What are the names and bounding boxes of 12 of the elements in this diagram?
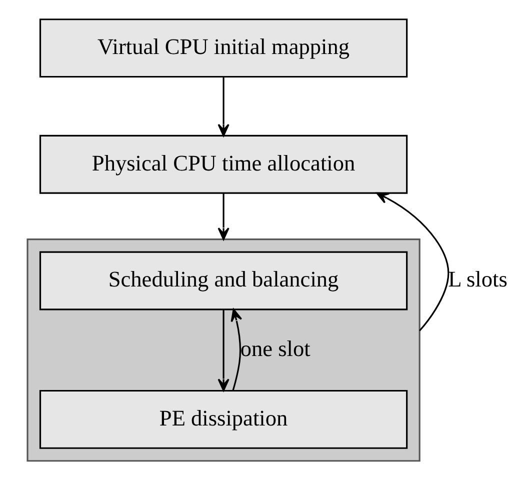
node-box: Virtual CPU initial mapping [39,18,408,78]
arrow [218,192,230,240]
cluster [26,238,420,462]
arrow [230,308,242,390]
edge-label: one slot [240,336,310,360]
arrow [376,192,450,331]
node-box: Scheduling and balancing [39,250,408,310]
edge-label: L slots [448,266,508,292]
node-box: PE dissipation [39,389,408,448]
arrow [218,309,230,391]
arrow [218,76,230,136]
node-box: Physical CPU time allocation [39,134,408,194]
